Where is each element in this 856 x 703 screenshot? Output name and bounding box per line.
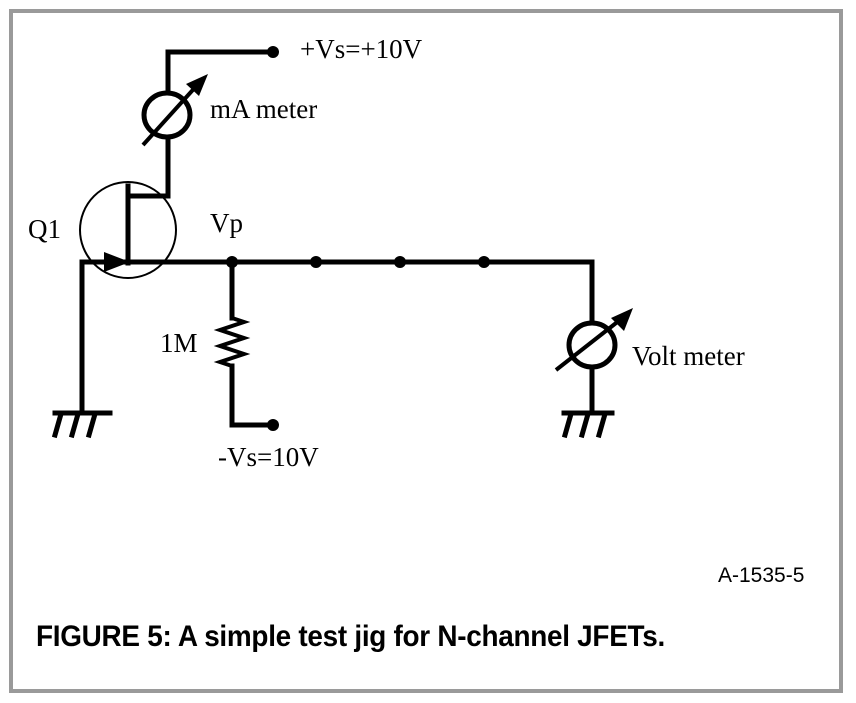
label-positive-supply: +Vs=+10V (300, 34, 423, 64)
junction-vp (226, 256, 238, 268)
resistor-zigzag (213, 316, 251, 368)
label-ma-meter: mA meter (210, 94, 318, 124)
ma-meter-icon (141, 74, 208, 147)
label-node-vp: Vp (210, 208, 243, 238)
label-negative-supply: -Vs=10V (218, 442, 319, 472)
volt-meter-icon (554, 308, 633, 372)
terminal-negative-supply (267, 419, 279, 431)
label-transistor-q1: Q1 (28, 214, 61, 244)
gate-arrow-icon (104, 252, 130, 272)
wire-resistor-bottom (229, 363, 275, 428)
junction-dot-1 (310, 256, 322, 268)
ground-icon-right (561, 410, 615, 439)
junction-dot-2 (394, 256, 406, 268)
label-resistor: 1M (160, 328, 198, 358)
junction-dot-3 (478, 256, 490, 268)
label-volt-meter: Volt meter (632, 341, 745, 371)
figure-caption: FIGURE 5: A simple test jig for N-channe… (36, 620, 665, 653)
jfet-body (79, 181, 177, 279)
figure-code: A-1535-5 (718, 564, 805, 587)
ground-icon-left (51, 410, 113, 439)
terminal-positive-supply (267, 46, 279, 58)
